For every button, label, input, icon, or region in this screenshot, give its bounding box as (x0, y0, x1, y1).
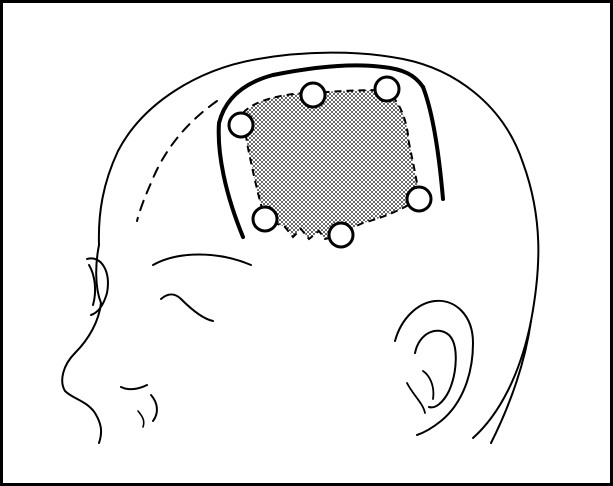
orbit-curve (89, 265, 95, 305)
cheek-line (138, 411, 144, 427)
nostril (121, 385, 147, 389)
head-illustration (3, 3, 610, 483)
closed-eye (161, 295, 213, 322)
burr-hole-top-right (375, 77, 399, 101)
face-profile (62, 245, 101, 443)
lip-line (151, 395, 157, 421)
eyebrow (153, 255, 251, 266)
burr-hole-right (407, 187, 431, 211)
ear-outer (395, 301, 473, 435)
burr-hole-bottom-center (329, 223, 353, 247)
burr-hole-top-center (301, 83, 325, 107)
flap-border-right (423, 87, 443, 199)
incision-dashed-line (137, 101, 217, 221)
flap-border-top (273, 65, 423, 87)
ear-inner (415, 331, 456, 408)
burr-hole-left (229, 113, 253, 137)
burr-hole-bottom-left (253, 207, 277, 231)
